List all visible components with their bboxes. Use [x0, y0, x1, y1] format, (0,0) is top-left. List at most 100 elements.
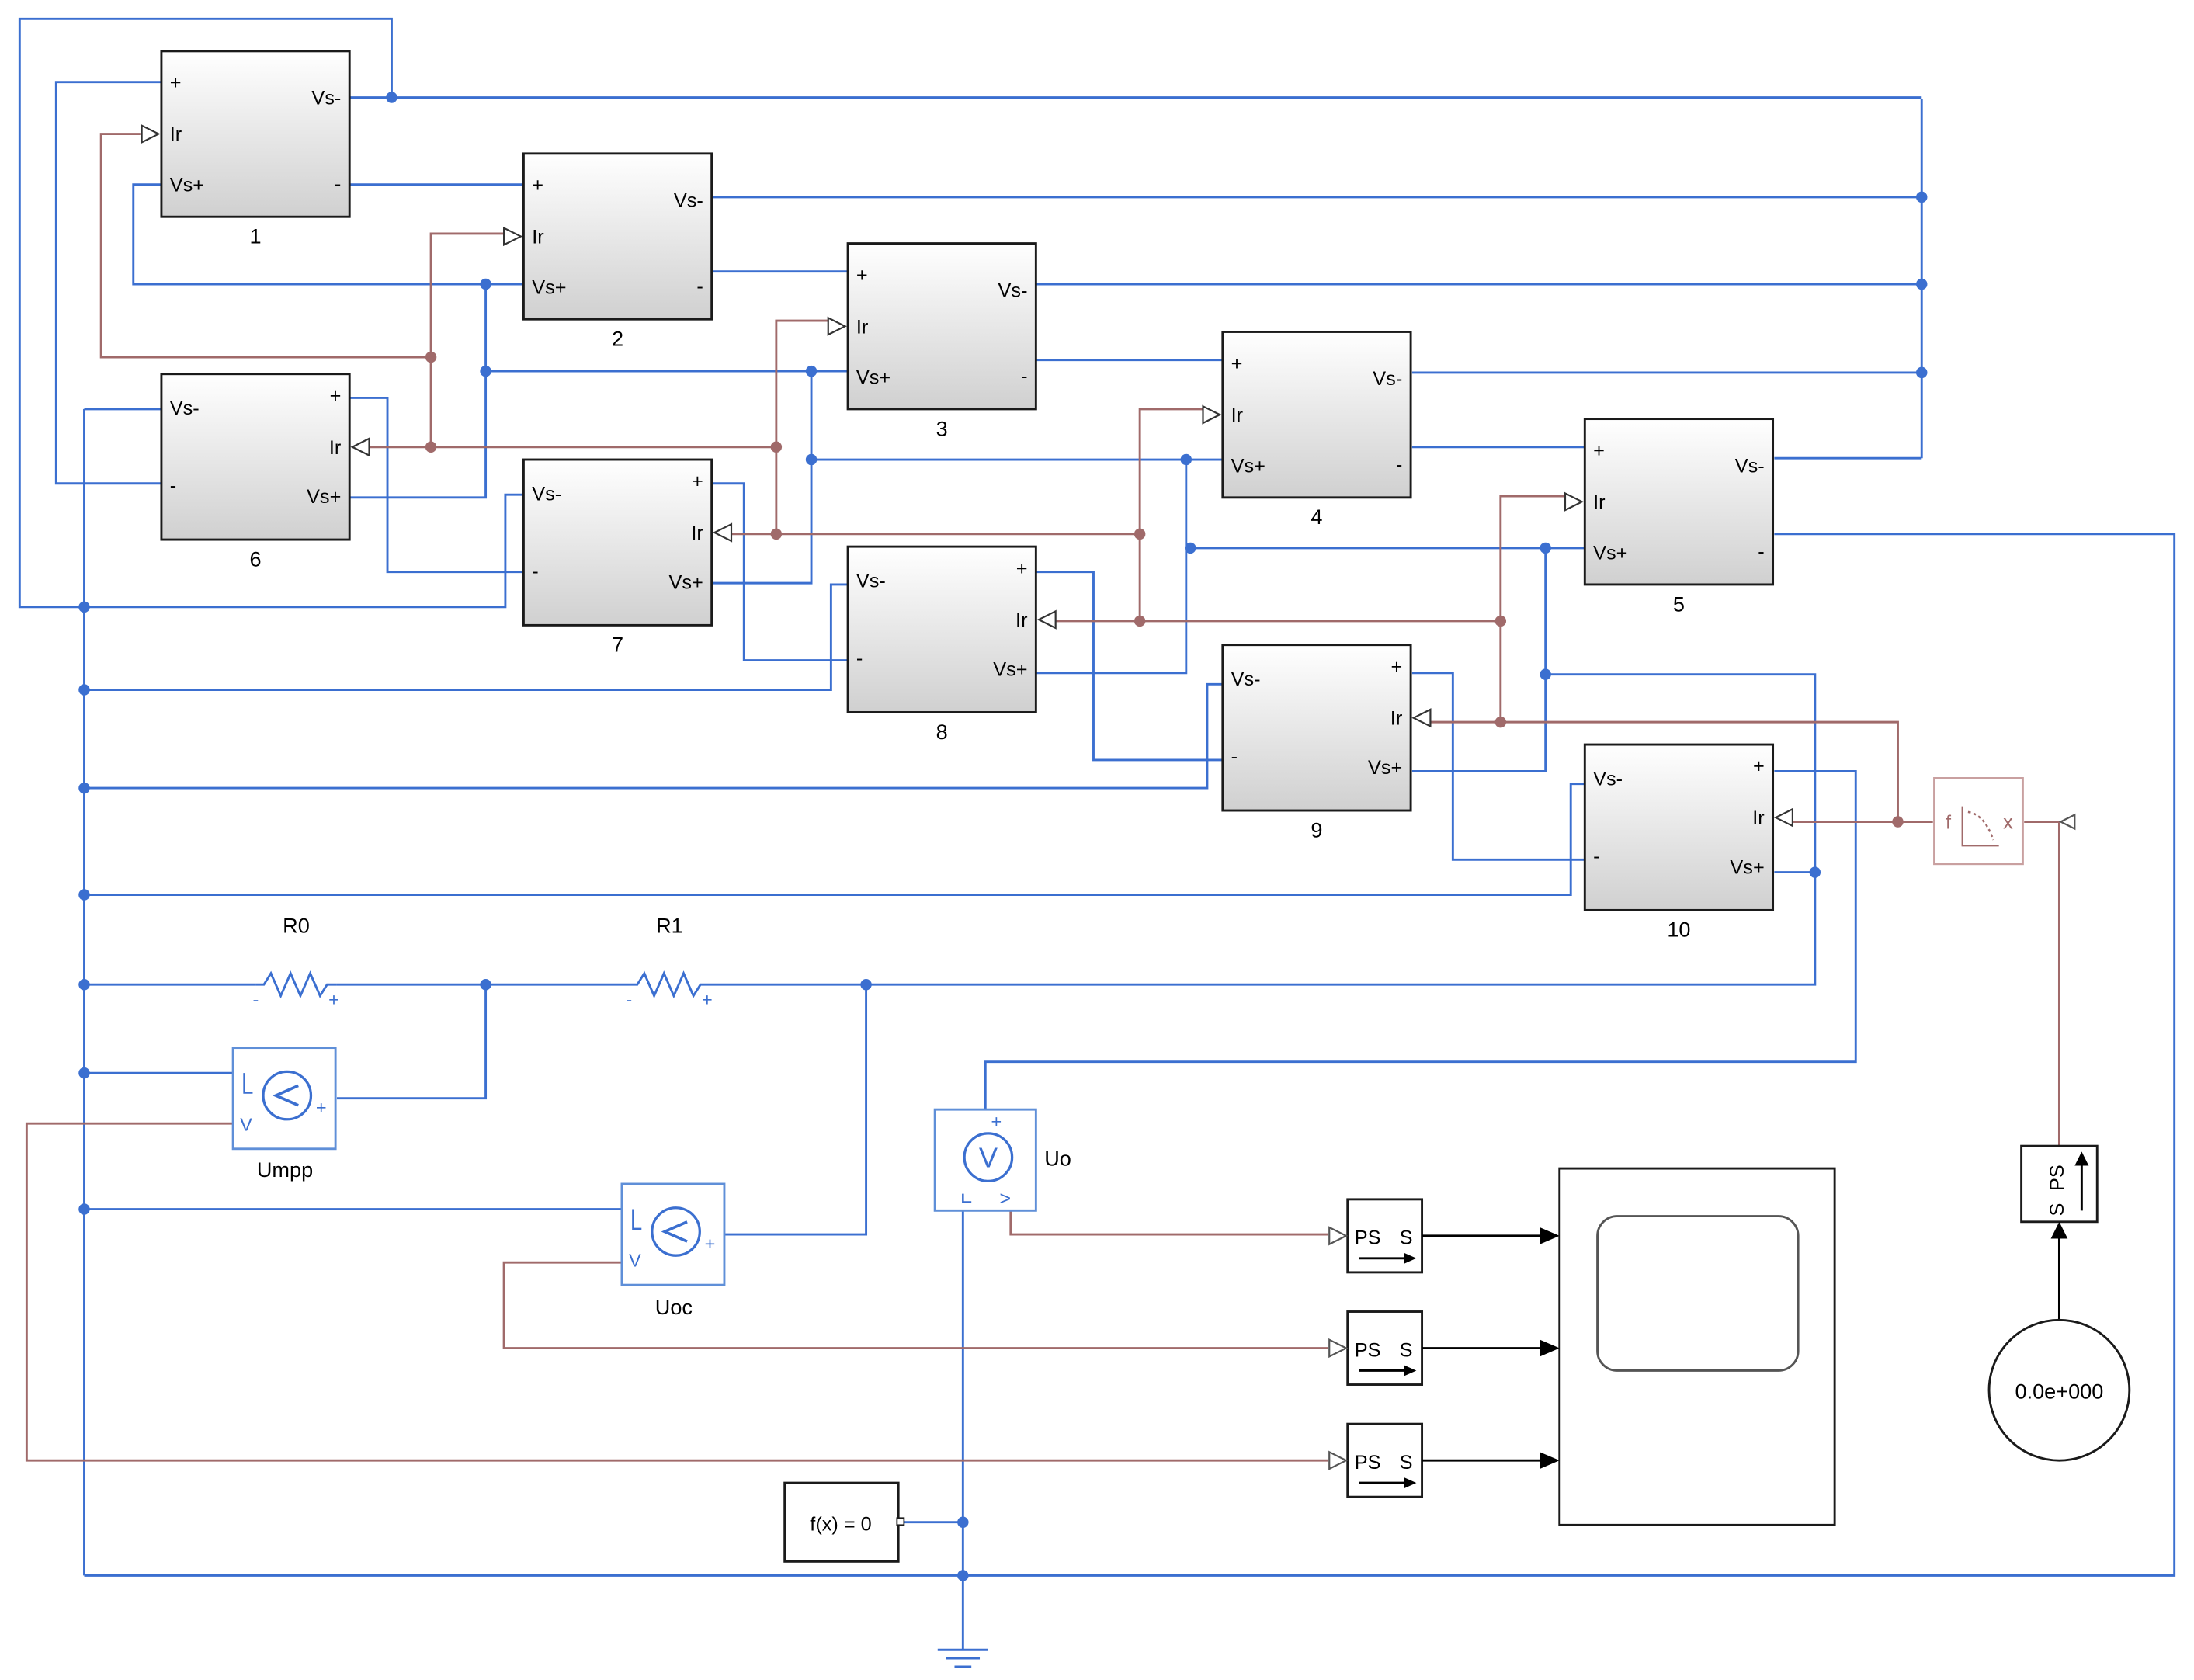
port-ir-arrow	[827, 316, 847, 336]
converter-ps-label: PS	[1355, 1339, 1381, 1361]
voltage-sensor-uoc[interactable]: V+Uoc	[620, 1182, 726, 1319]
resistor-zigzag-icon	[629, 970, 710, 999]
port-minus-label: -	[1231, 746, 1238, 768]
port-ir-arrow	[1564, 491, 1585, 512]
port-plus-label: +	[532, 175, 543, 196]
lookup-x-label: x	[2003, 812, 2013, 834]
sensor-pos-label: +	[991, 1112, 1002, 1132]
arrow-head-icon	[1540, 1452, 1560, 1470]
port-ir-label: Ir	[1015, 609, 1027, 631]
cell-label: 10	[1667, 918, 1690, 942]
curve-icon	[1967, 810, 1994, 841]
voltmeter-icon	[963, 1132, 1014, 1182]
arrow-head-icon	[2050, 1221, 2068, 1239]
resistor-neg-label: -	[626, 989, 632, 1009]
port-plus-label: +	[692, 470, 703, 492]
sensor-out-arrow: >	[999, 1188, 1011, 1210]
voltmeter-icon	[651, 1206, 701, 1257]
port-ir-arrow	[1411, 708, 1432, 728]
converter-input-port	[1328, 1226, 1349, 1246]
s-ps-converter[interactable]: S PS	[2020, 1144, 2099, 1224]
sensor-out-label: V	[240, 1114, 252, 1134]
cell-label: 8	[936, 720, 948, 744]
resistor-pos-label: +	[702, 989, 713, 1009]
port-ir-label: Ir	[329, 437, 341, 459]
port-vsminus-label: Vs-	[170, 397, 200, 419]
resistor-name: R1	[656, 913, 683, 937]
scope-screen	[1596, 1215, 1800, 1372]
curve-axes-icon	[1961, 806, 1999, 847]
lookup-table-block[interactable]: f x	[1933, 776, 2024, 866]
solver-configuration-block[interactable]: f(x) = 0	[783, 1481, 905, 1563]
port-ir-label: Ir	[1752, 807, 1764, 829]
port-ir-arrow	[350, 437, 370, 457]
port-ir-label: Ir	[170, 124, 182, 146]
voltage-sensor-umpp[interactable]: V + Umpp	[231, 1047, 337, 1182]
sensor-name: Uoc	[655, 1295, 693, 1319]
port-minus-label: -	[1021, 366, 1027, 387]
converter-ps-label: PS	[1355, 1227, 1381, 1249]
arrow-head-icon	[1540, 1227, 1560, 1244]
ground-icon	[937, 1648, 988, 1668]
port-plus-label: +	[856, 264, 868, 286]
sensor-name: Uo	[1044, 1146, 1071, 1170]
voltage-sensor-uo[interactable]: V + > Uo	[933, 1108, 1071, 1212]
port-minus-label: -	[856, 647, 863, 669]
port-vsminus-label: Vs-	[674, 190, 703, 212]
cell-label: 2	[612, 327, 623, 351]
scope-block[interactable]	[1558, 1167, 1836, 1526]
resistor-r1[interactable]: R1 - +	[626, 913, 712, 1009]
converter-input-port	[1328, 1338, 1349, 1359]
port-minus-label: -	[335, 173, 341, 195]
port-vsplus-label: Vs+	[1730, 856, 1764, 878]
sensor-symbol: V	[979, 1141, 998, 1173]
port-minus-label: -	[696, 276, 703, 297]
port-ir-arrow	[503, 226, 523, 247]
port-plus-label: +	[1390, 656, 1402, 678]
port-vsminus-label: Vs-	[1231, 668, 1261, 690]
electrical-junctions	[78, 92, 1928, 1581]
port-vsplus-label: Vs+	[856, 366, 890, 388]
constant-block[interactable]: 0.0e+000	[1987, 1318, 2131, 1462]
port-ir-arrow	[1036, 609, 1057, 630]
resistor-zigzag-icon	[255, 970, 337, 999]
sensor-name: Umpp	[257, 1158, 313, 1182]
port-vsminus-label: Vs-	[1735, 455, 1765, 477]
port-ir-label: Ir	[856, 316, 868, 338]
port-plus-label: +	[1231, 352, 1243, 374]
port-vsminus-label: Vs-	[1593, 768, 1623, 790]
port-plus-label: +	[1593, 439, 1605, 461]
port-ir-arrow	[141, 123, 161, 144]
battery-cells: 1+IrVs+Vs--2+IrVs+Vs--3+IrVs+Vs--4+IrVs+…	[141, 50, 1793, 942]
port-vsminus-label: Vs-	[856, 571, 886, 592]
port-ir-label: Ir	[691, 522, 703, 544]
resistor-r0[interactable]: R0-+	[252, 913, 338, 1009]
port-ir-arrow	[1202, 404, 1222, 425]
cell-label: 7	[612, 633, 623, 657]
port-plus-label: +	[1016, 557, 1028, 579]
sensor-pos-label: +	[316, 1098, 327, 1118]
cell-label: 4	[1310, 505, 1322, 529]
converter-input-port	[1328, 1450, 1349, 1470]
port-minus-label: -	[1758, 541, 1764, 563]
port-minus-label: -	[532, 561, 538, 582]
cell-label: 9	[1310, 817, 1322, 842]
port-ir-label: Ir	[1231, 404, 1243, 426]
port-vsplus-label: Vs+	[1593, 542, 1627, 564]
